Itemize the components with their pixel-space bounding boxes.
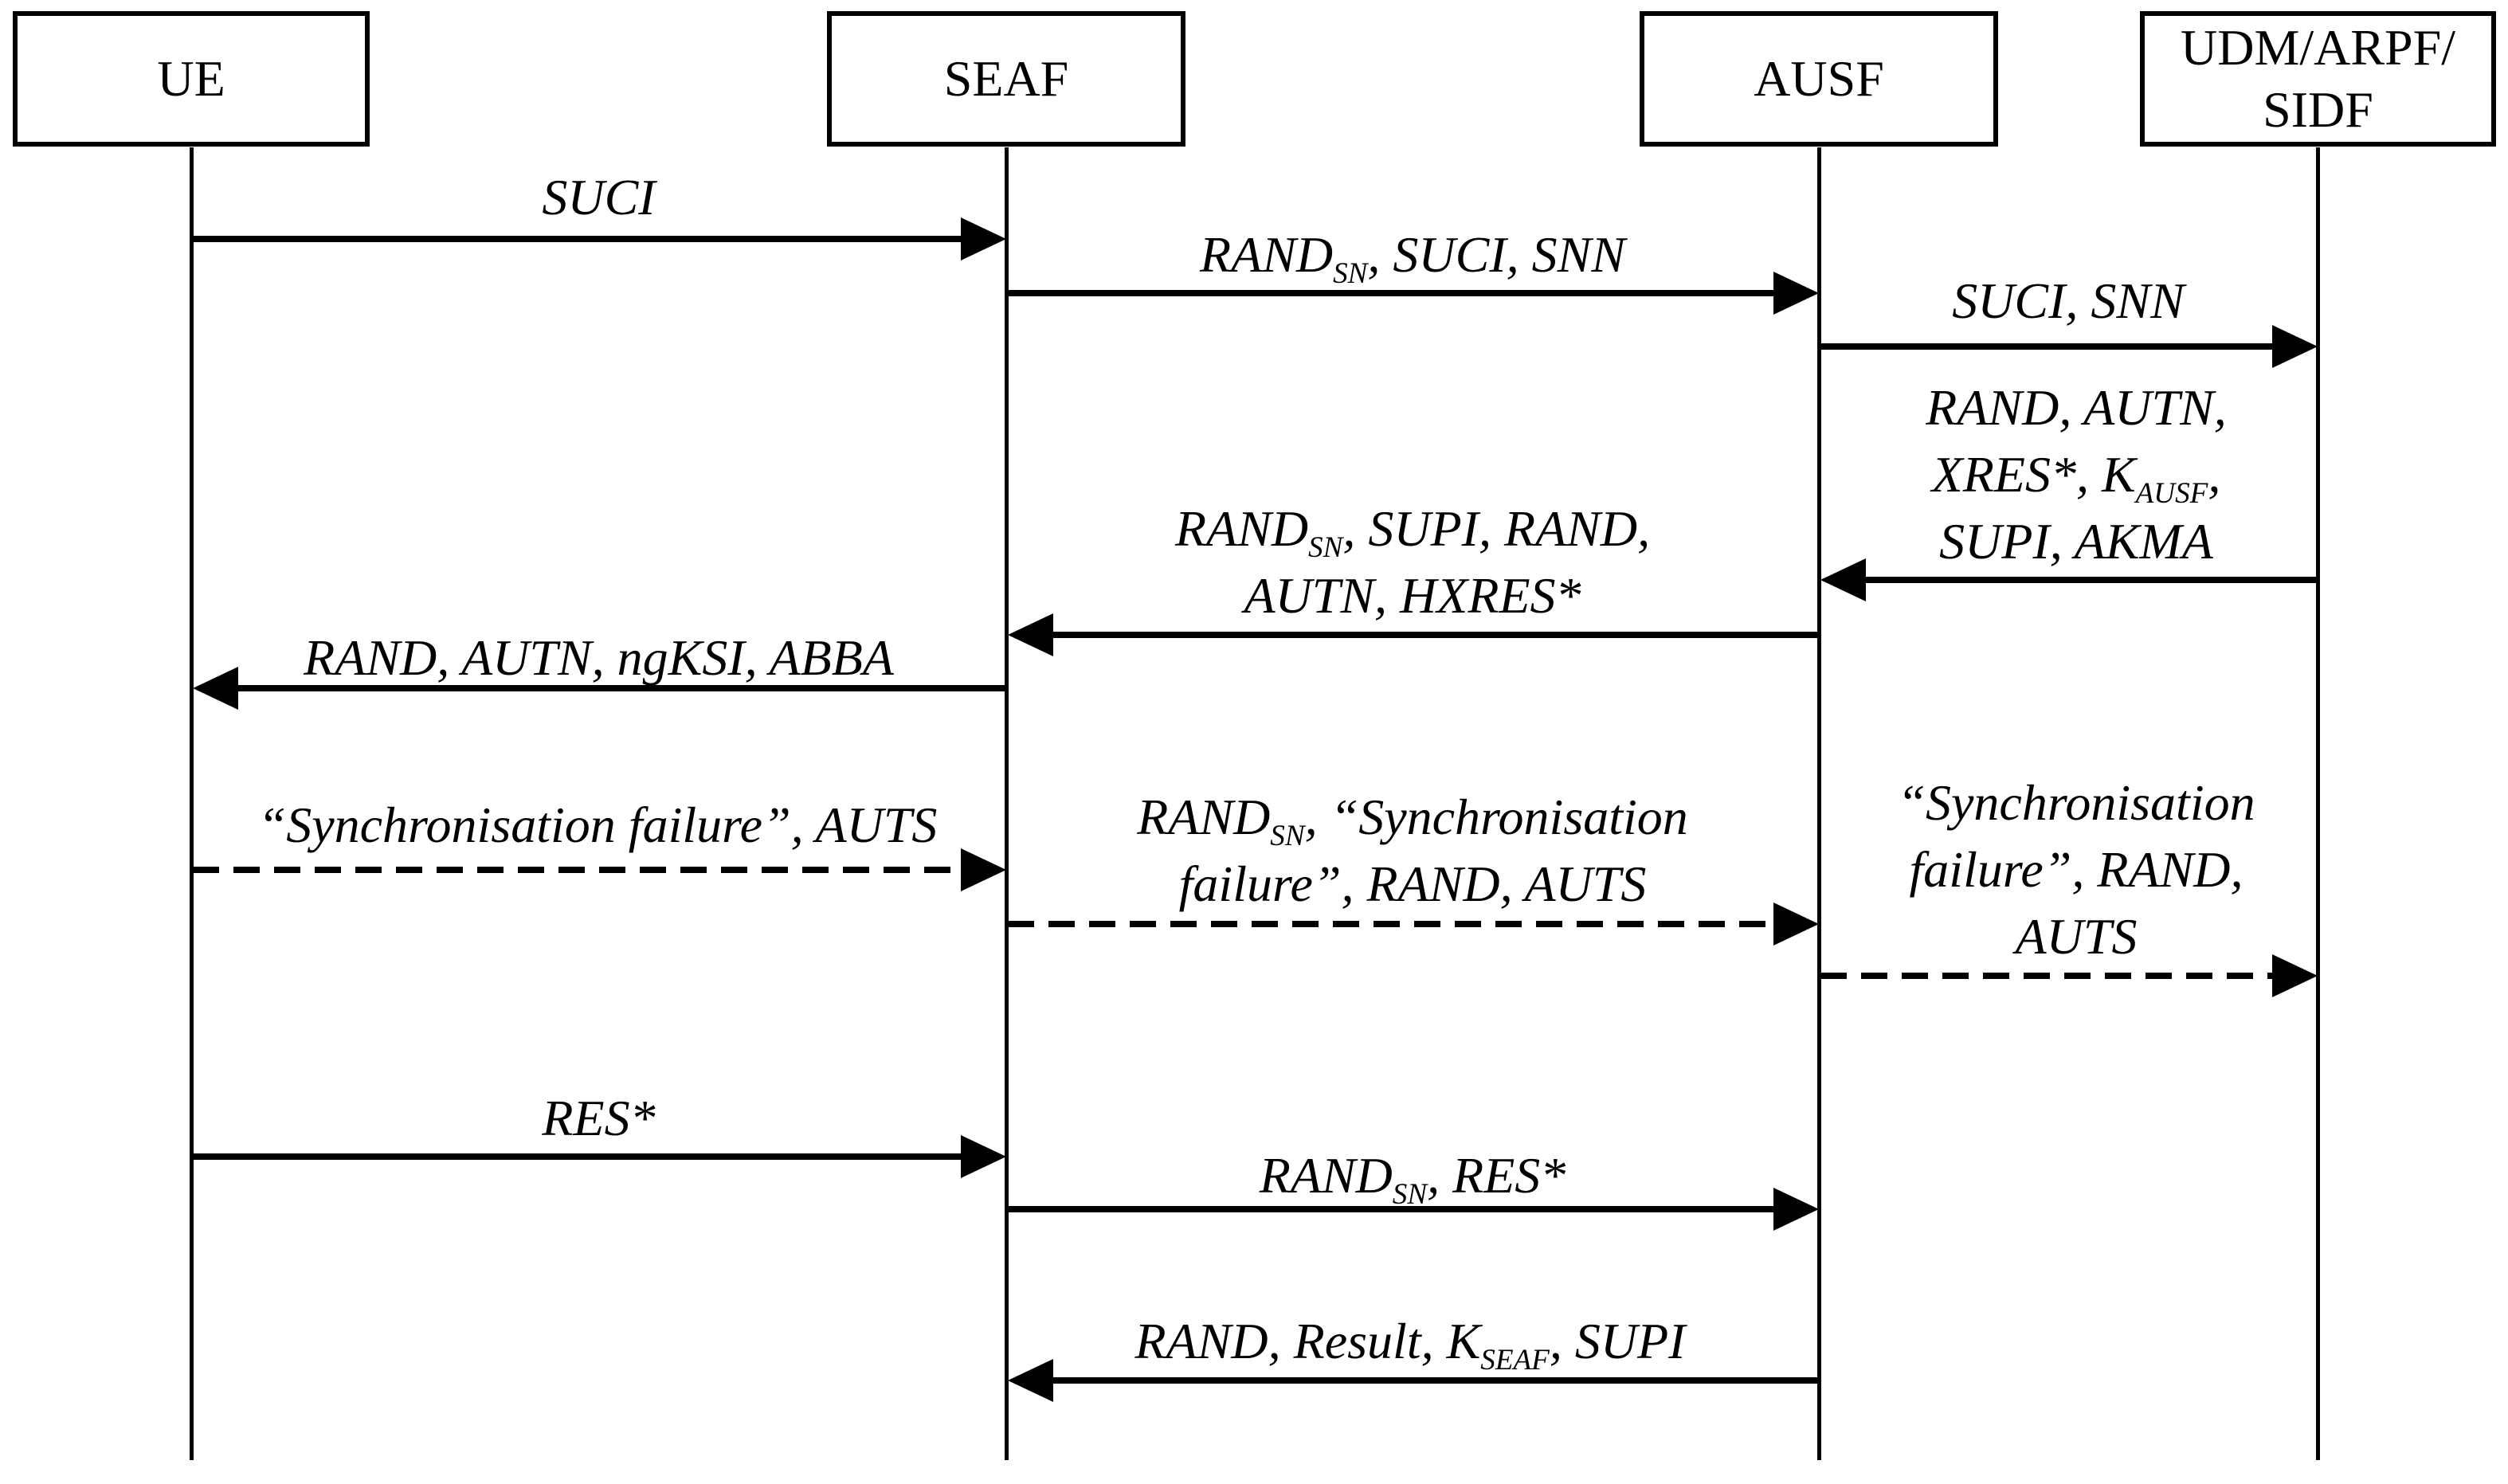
message-label: RAND, AUTN,XRES*, KAUSF,SUPI, AKMA — [1926, 379, 2227, 570]
participant-box-ausf: AUSF — [1640, 11, 1998, 147]
arrowhead-right-icon — [961, 848, 1006, 891]
message-line — [1008, 1206, 1778, 1212]
message-label: RANDSN, RES* — [1259, 1147, 1566, 1211]
arrowhead-right-icon — [2272, 954, 2318, 997]
message-line — [1048, 1377, 1819, 1384]
arrowhead-right-icon — [1773, 903, 1819, 946]
arrowhead-left-icon — [1008, 613, 1053, 656]
message-line — [1048, 632, 1819, 638]
arrowhead-right-icon — [2272, 325, 2318, 368]
lifeline-udm — [2316, 147, 2320, 1460]
message-line — [1860, 577, 2318, 583]
message-line — [193, 236, 962, 242]
message-label: RAND, Result, KSEAF, SUPI — [1134, 1313, 1686, 1376]
lifeline-ausf — [1817, 147, 1821, 1460]
message-line — [1008, 921, 1778, 927]
lifeline-ue — [190, 147, 194, 1460]
arrowhead-right-icon — [1773, 1188, 1819, 1231]
arrowhead-left-icon — [1008, 1359, 1053, 1402]
lifeline-seaf — [1005, 147, 1009, 1460]
participant-box-ue: UE — [13, 11, 370, 147]
participant-label-ue: UE — [157, 50, 225, 107]
message-label: SUCI, SNN — [1952, 272, 2185, 329]
message-line — [1008, 290, 1778, 296]
message-line — [193, 1153, 962, 1160]
message-line — [193, 867, 962, 873]
participant-label-ausf: AUSF — [1754, 50, 1884, 107]
participant-label-seaf: SEAF — [943, 50, 1069, 107]
arrowhead-right-icon — [961, 1135, 1006, 1178]
message-label: RES* — [542, 1090, 656, 1146]
message-label: “Synchronisation failure”, AUTS — [257, 797, 938, 853]
participant-box-udm: UDM/ARPF/SIDF — [2140, 11, 2496, 147]
message-label: RANDSN, SUCI, SNN — [1200, 226, 1625, 290]
message-label: SUCI — [542, 169, 656, 225]
message-line — [1820, 973, 2274, 979]
participant-label-udm: UDM/ARPF/SIDF — [2181, 19, 2455, 138]
message-label: RAND, AUTN, ngKSI, ABBA — [304, 629, 894, 686]
arrowhead-right-icon — [961, 217, 1006, 260]
message-label: RANDSN, SUPI, RAND,AUTN, HXRES* — [1174, 500, 1651, 624]
participant-box-seaf: SEAF — [827, 11, 1185, 147]
arrowhead-right-icon — [1773, 272, 1819, 315]
message-line — [233, 685, 1006, 691]
message-line — [1820, 343, 2274, 350]
arrowhead-left-icon — [193, 667, 238, 710]
arrowhead-left-icon — [1820, 558, 1866, 601]
